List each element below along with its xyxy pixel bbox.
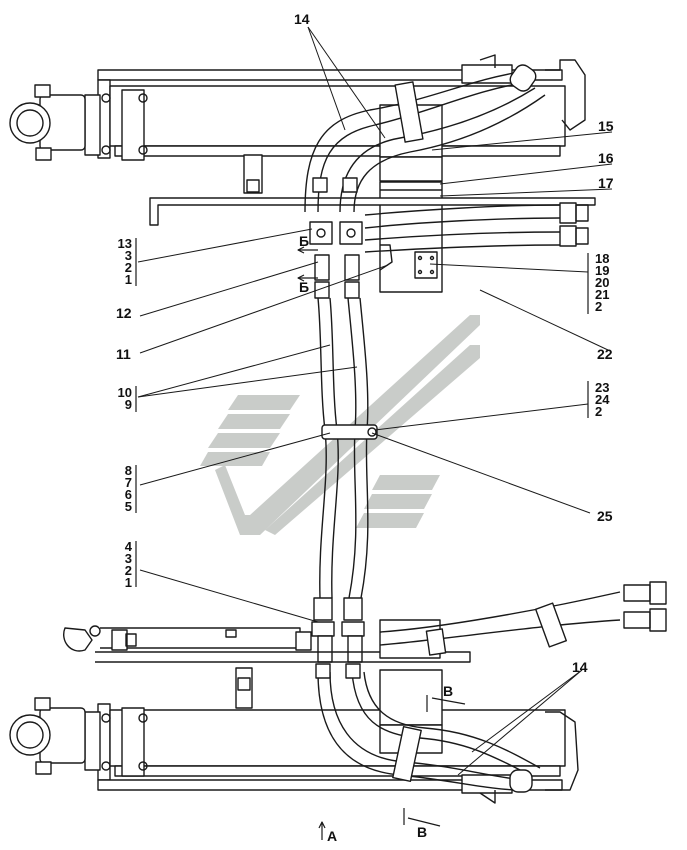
callout-22: 22: [597, 346, 613, 362]
stack-brackets: [135, 238, 589, 587]
section-arrows: [297, 246, 466, 840]
callout-14-top: 14: [294, 11, 310, 27]
bottom-hoses: [315, 663, 541, 793]
section-mark-v: В: [443, 683, 454, 699]
callout-17: 17: [598, 175, 614, 191]
callout-12: 12: [116, 305, 132, 321]
callout-16: 16: [598, 150, 614, 166]
leader-lines: [137, 26, 613, 776]
view-mark-a: А: [327, 828, 338, 844]
upper-fittings: [309, 221, 438, 299]
callout-11: 11: [116, 346, 131, 362]
top-hoses: [304, 64, 546, 213]
section-mark-b-lower: Б: [299, 279, 310, 295]
callout-25: 25: [597, 508, 613, 524]
vertical-hoses: [317, 297, 378, 599]
callout-15: 15: [598, 118, 614, 134]
top-hydraulic-cylinder: [9, 54, 596, 293]
bottom-hydraulic-cylinder: [9, 667, 579, 804]
callout-14-bottom: 14: [572, 659, 588, 675]
middle-horizontal-pipe: [63, 581, 667, 663]
top-right-pipes: [364, 202, 589, 253]
section-mark-b-upper: Б: [299, 233, 310, 249]
view-mark-v: В: [417, 824, 428, 840]
